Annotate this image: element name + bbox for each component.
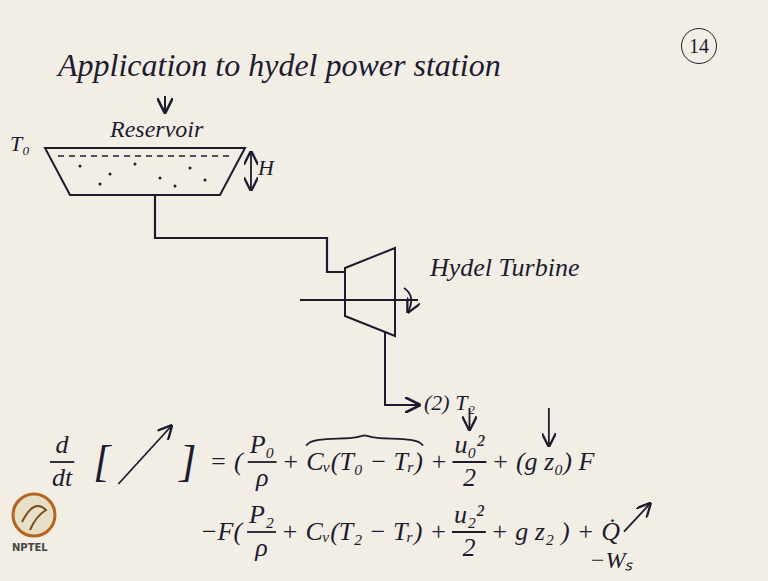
density-term: ρ: [255, 534, 267, 563]
plus-sign: +: [577, 518, 595, 547]
outlet-pipe: [385, 332, 419, 405]
fraction-bar: [50, 461, 74, 463]
parenthesis: ): [561, 518, 570, 547]
water-dot: [79, 165, 82, 168]
node-label: Hydel Turbine: [430, 254, 580, 283]
velocity-term: u₀²: [455, 431, 485, 460]
internal-energy-term: Cᵥ(T₂ − Tᵣ): [306, 518, 423, 547]
water-dot: [134, 163, 137, 166]
heat-term: Q̇: [601, 518, 620, 547]
plus-sign: +: [491, 518, 509, 547]
pointer-arrow: [164, 96, 166, 112]
page-number: 14: [681, 28, 717, 64]
pointer-arrow: [548, 408, 550, 446]
height-arrow: [250, 152, 252, 190]
bracket: [: [93, 438, 110, 486]
turbine-outline: [345, 240, 405, 340]
plus-sign: +: [282, 448, 300, 477]
equals-sign: =: [209, 448, 227, 477]
water-dot: [174, 185, 177, 188]
water-dot: [189, 167, 192, 170]
turbine-casing: [345, 248, 395, 336]
density-term: ρ: [256, 464, 268, 493]
reservoir-node: Reservoir: [40, 116, 250, 196]
height-label: H: [258, 156, 274, 180]
plus-sign: +: [281, 518, 299, 547]
plus-sign: +: [491, 448, 509, 477]
pressure-term: P₂: [249, 501, 274, 530]
flow-term: −F(: [200, 518, 242, 547]
rotation-arrow: [404, 288, 411, 312]
plus-sign: +: [429, 518, 447, 547]
turbine-shaft: [300, 299, 418, 301]
work-term: −Wₛ: [589, 547, 632, 573]
denominator: 2: [462, 534, 475, 563]
fraction-bar: [453, 461, 487, 463]
plus-sign: +: [430, 448, 448, 477]
derivative-denominator: dt: [52, 464, 72, 493]
cancel-arrow: [624, 504, 650, 532]
parenthesis: (: [234, 448, 243, 477]
derivative-numerator: d: [56, 431, 69, 460]
overbrace: [306, 435, 423, 445]
reservoir-basin: [45, 148, 245, 195]
outlet-label: (2) T₂: [424, 391, 475, 415]
pressure-term: P₀: [250, 431, 275, 460]
water-dot: [109, 173, 112, 176]
water-dot: [99, 183, 102, 186]
node-label: Reservoir: [110, 116, 250, 142]
reservoir-outline: [40, 146, 250, 196]
water-surface: [58, 155, 232, 156]
page-title: Application to hydel power station: [58, 48, 501, 83]
logo-text: NPTEL: [12, 542, 48, 553]
fraction-bar: [248, 461, 277, 463]
fraction-bar: [452, 531, 486, 533]
internal-energy-term: Cᵥ(T₀ − Tᵣ): [306, 448, 423, 477]
water-dot: [204, 179, 207, 182]
fraction-bar: [247, 531, 276, 533]
logo-ring: [13, 494, 55, 536]
turbine-node: Hydel Turbine: [345, 240, 580, 340]
water-dot: [159, 177, 162, 180]
bracket: ]: [179, 438, 196, 486]
denominator: 2: [463, 464, 476, 493]
potential-term: (g z₀) F: [516, 448, 594, 477]
potential-term: g z₂: [515, 518, 554, 547]
velocity-term: u₂²: [454, 501, 484, 530]
logo-mark: [22, 506, 46, 530]
rate-arrow: [118, 426, 171, 484]
temperature-label: T₀: [10, 132, 30, 156]
pipe-connector: [155, 195, 345, 272]
